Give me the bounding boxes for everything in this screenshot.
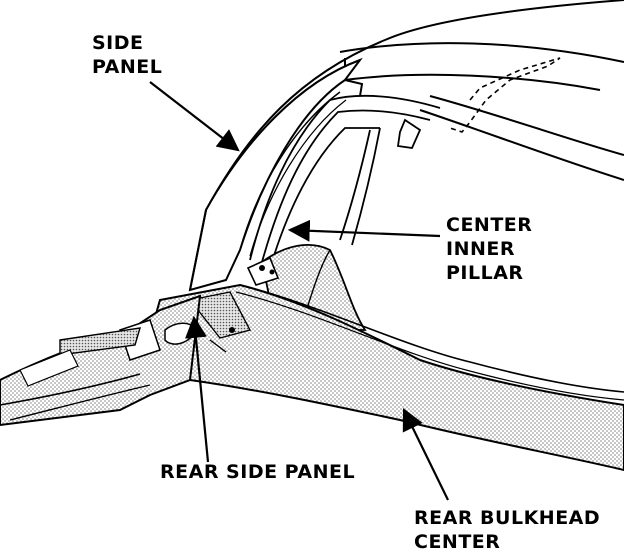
roof-panel xyxy=(205,0,624,211)
rear-bulkhead-shape xyxy=(138,283,624,472)
leader-arrows xyxy=(149,81,449,501)
door-opening-frame xyxy=(249,94,441,263)
label-rear-bulkhead-center-line-1: REAR BULKHEAD xyxy=(414,507,601,529)
label-rear-bulkhead-center: REAR BULKHEAD CENTER xyxy=(414,506,600,552)
label-center-inner-pillar-line-2: INNER xyxy=(446,238,515,260)
label-side-panel: SIDE PANEL xyxy=(92,31,162,79)
arrow-side-panel xyxy=(149,81,240,152)
arrow-rear-bulkhead-center xyxy=(402,408,449,501)
label-center-inner-pillar: CENTER INNER PILLAR xyxy=(446,213,532,285)
rear-side-panel-shape xyxy=(0,294,202,427)
label-rear-bulkhead-center-line-2: CENTER xyxy=(414,531,501,552)
label-rear-side-panel-line-1: REAR SIDE PANEL xyxy=(160,461,356,483)
label-side-panel-line-1: SIDE xyxy=(92,32,144,54)
arrow-center-inner-pillar xyxy=(287,219,441,242)
label-rear-side-panel: REAR SIDE PANEL xyxy=(160,460,355,484)
arrow-rear-side-panel xyxy=(184,315,210,463)
side-panel-shape xyxy=(188,57,363,292)
hidden-outline xyxy=(449,57,561,133)
label-center-inner-pillar-line-1: CENTER xyxy=(446,214,533,236)
label-side-panel-line-2: PANEL xyxy=(92,56,163,78)
label-center-inner-pillar-line-3: PILLAR xyxy=(446,262,524,284)
